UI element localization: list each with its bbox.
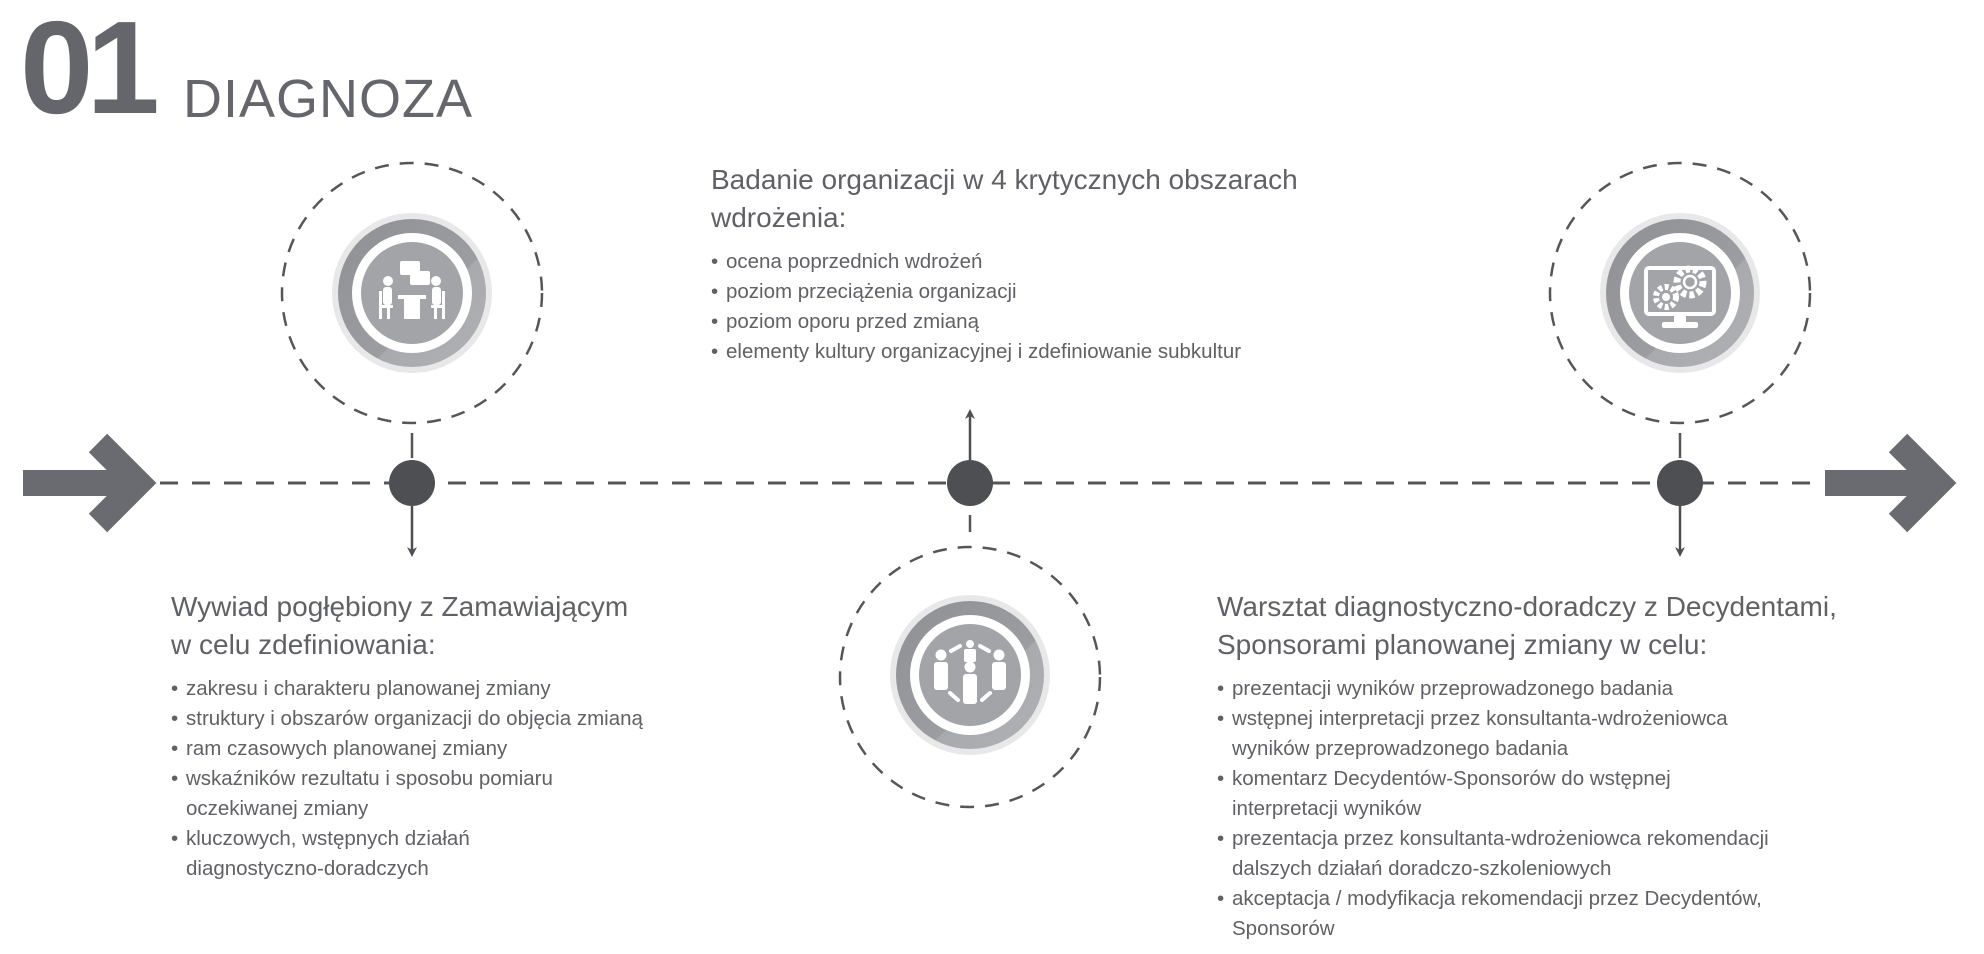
dashed-ring: [1548, 161, 1812, 425]
start-arrow-icon: [23, 433, 157, 533]
dashed-ring: [838, 545, 1102, 809]
step-2-text: Badanie organizacji w 4 krytycznych obsz…: [711, 161, 1298, 367]
team-network-icon: [890, 595, 1050, 755]
step-bullets: zakresu i charakteru planowanej zmiany s…: [171, 674, 643, 884]
list-item: komentarz Decydentów-Sponsorów do wstępn…: [1217, 764, 1837, 824]
list-item: wskaźników rezultatu i sposobu pomiaruoc…: [171, 764, 643, 824]
end-arrow-icon: [1825, 433, 1957, 533]
list-item: zakresu i charakteru planowanej zmiany: [171, 674, 643, 704]
list-item: ram czasowych planowanej zmiany: [171, 734, 643, 764]
list-item: kluczowych, wstępnych działańdiagnostycz…: [171, 824, 643, 884]
step-3-text: Warsztat diagnostyczno-doradczy z Decyde…: [1217, 588, 1837, 944]
timeline-node: [389, 460, 435, 506]
step-heading: Badanie organizacji w 4 krytycznych obsz…: [711, 164, 1298, 233]
list-item: poziom oporu przed zmianą: [711, 307, 1298, 337]
dashed-ring: [280, 161, 544, 425]
step-bullets: prezentacji wyników przeprowadzonego bad…: [1217, 674, 1837, 944]
timeline-node: [947, 460, 993, 506]
step-bullets: ocena poprzednich wdrożeń poziom przecią…: [711, 247, 1298, 367]
section-title: DIAGNOZA: [183, 69, 474, 129]
list-item: struktury i obszarów organizacji do obję…: [171, 704, 643, 734]
monitor-gears-icon: [1600, 213, 1760, 373]
timeline-node: [1657, 460, 1703, 506]
list-item: prezentacji wyników przeprowadzonego bad…: [1217, 674, 1837, 704]
step-heading: Warsztat diagnostyczno-doradczy z Decyde…: [1217, 591, 1837, 660]
meeting-icon: [332, 213, 492, 373]
list-item: poziom przeciążenia organizacji: [711, 277, 1298, 307]
list-item: elementy kultury organizacyjnej i zdefin…: [711, 337, 1298, 367]
list-item: ocena poprzednich wdrożeń: [711, 247, 1298, 277]
list-item: prezentacja przez konsultanta-wdrożeniow…: [1217, 824, 1837, 884]
list-item: wstępnej interpretacji przez konsultanta…: [1217, 704, 1837, 764]
section-number: 01: [20, 0, 160, 141]
list-item: akceptacja / modyfikacja rekomendacji pr…: [1217, 884, 1837, 944]
